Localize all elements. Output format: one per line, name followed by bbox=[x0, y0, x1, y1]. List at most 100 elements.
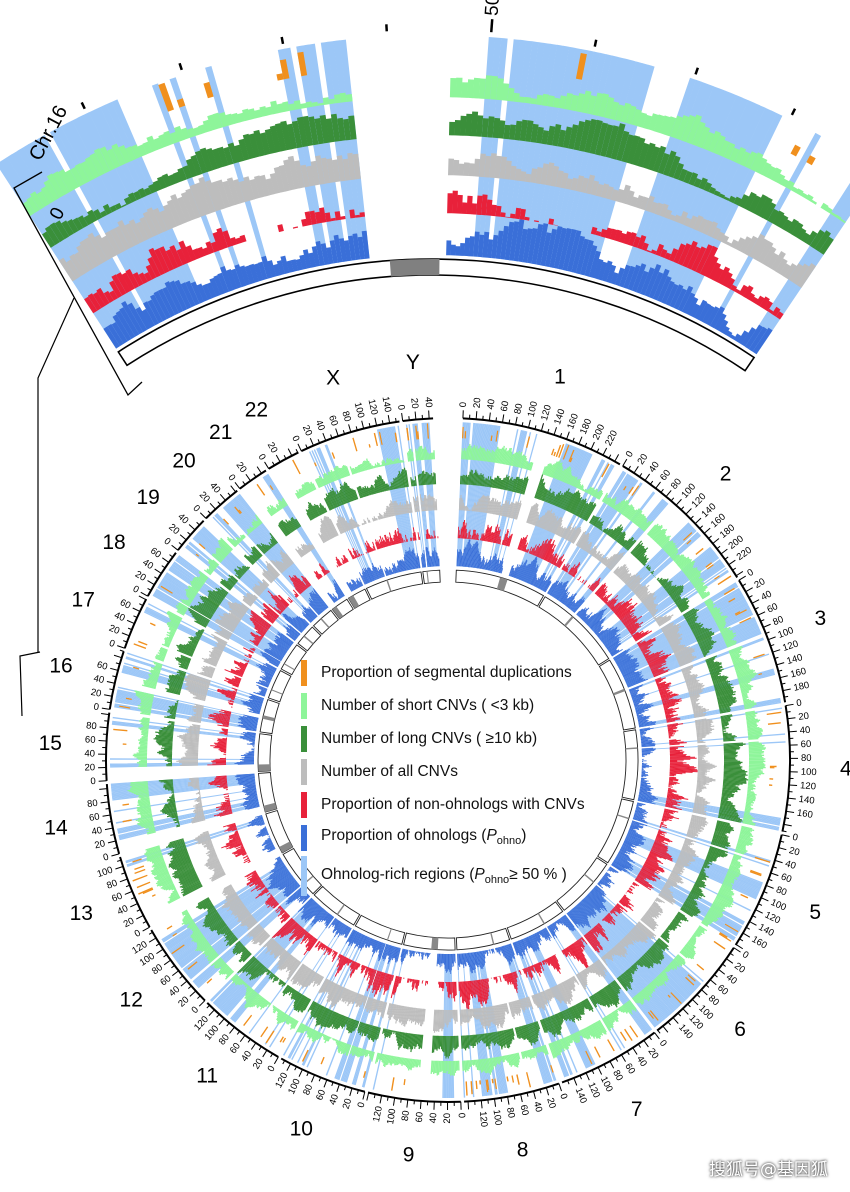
tick bbox=[728, 559, 736, 566]
short-cnv-bar bbox=[482, 447, 485, 462]
long-cnv-bar bbox=[194, 150, 208, 174]
all-cnv-bar bbox=[476, 501, 479, 512]
long-cnv-bar bbox=[498, 120, 506, 139]
ohno-bar bbox=[276, 260, 286, 276]
all-cnv-bar bbox=[198, 176, 216, 214]
ohno-bar bbox=[226, 269, 238, 291]
ohnolog-rich-band bbox=[339, 39, 370, 259]
segmental-duplication-bar bbox=[464, 431, 467, 439]
segmental-duplication-bar bbox=[506, 1076, 509, 1082]
long-cnv-bar bbox=[479, 473, 482, 486]
ohno-bar bbox=[460, 551, 462, 567]
non-ohnolog-cnv-bar bbox=[334, 211, 341, 221]
tick bbox=[712, 538, 720, 544]
segmental-duplication-bar bbox=[526, 436, 531, 448]
all-cnv-bar bbox=[152, 207, 168, 233]
all-cnv-bar bbox=[752, 238, 769, 261]
ohno-bar bbox=[202, 283, 213, 300]
long-cnv-bar bbox=[555, 494, 562, 507]
ohno-bar bbox=[524, 559, 535, 582]
short-cnv-bar bbox=[52, 171, 70, 196]
non-ohnolog-cnv-bar bbox=[628, 232, 638, 247]
inset-tick bbox=[790, 108, 797, 116]
long-cnv-bar bbox=[748, 195, 762, 214]
long-cnv-bar bbox=[520, 477, 526, 494]
all-cnv-bar bbox=[347, 152, 356, 181]
ohno-bar bbox=[469, 547, 473, 568]
tick-label: 80 bbox=[512, 403, 525, 416]
non-ohnolog-cnv-bar bbox=[324, 212, 332, 222]
long-cnv-bar bbox=[489, 478, 493, 488]
tick-label: 140 bbox=[573, 1086, 589, 1105]
all-cnv-bar bbox=[496, 501, 500, 515]
tick bbox=[782, 688, 791, 692]
long-cnv-bar bbox=[818, 236, 834, 255]
long-cnv-bar bbox=[589, 119, 603, 155]
all-cnv-bar bbox=[775, 258, 788, 274]
all-cnv-bar bbox=[595, 183, 604, 197]
short-cnv-bar bbox=[546, 463, 552, 476]
short-cnv-bar bbox=[478, 446, 482, 461]
long-cnv-bar bbox=[477, 474, 480, 486]
long-cnv-bar bbox=[805, 230, 818, 246]
all-cnv-bar bbox=[170, 194, 187, 225]
short-cnv-bar bbox=[43, 179, 60, 201]
long-cnv-bar bbox=[238, 138, 250, 161]
short-cnv-bar bbox=[487, 449, 491, 462]
long-cnv-bar bbox=[786, 218, 799, 235]
long-cnv-bar bbox=[102, 203, 113, 215]
long-cnv-bar bbox=[688, 172, 699, 186]
non-ohnolog-cnv-bar bbox=[533, 220, 540, 223]
all-cnv-bar bbox=[544, 512, 553, 530]
tick bbox=[787, 717, 796, 720]
tick-label: 40 bbox=[784, 858, 797, 872]
non-ohnolog-cnv-bar bbox=[507, 534, 512, 547]
non-ohnolog-cnv-bar bbox=[463, 525, 466, 539]
non-ohnolog-cnv-bar bbox=[682, 240, 698, 268]
ohno-bar bbox=[463, 546, 466, 567]
ohno-bar bbox=[333, 234, 343, 263]
non-ohnolog-cnv-bar bbox=[590, 226, 598, 235]
ohno-bar bbox=[614, 267, 625, 287]
non-ohnolog-cnv-bar bbox=[483, 535, 486, 541]
all-cnv-bar bbox=[146, 207, 164, 235]
tick-label: 60 bbox=[765, 601, 779, 615]
all-cnv-bar bbox=[757, 240, 774, 264]
short-cnv-bar bbox=[795, 188, 804, 196]
tick bbox=[720, 548, 728, 555]
long-cnv-bar bbox=[554, 491, 562, 506]
all-cnv-bar bbox=[475, 504, 478, 512]
ohno-bar bbox=[642, 762, 644, 764]
ohno-bar bbox=[456, 549, 459, 567]
segmental-duplication-bar bbox=[203, 81, 214, 99]
non-ohnolog-cnv-bar bbox=[138, 272, 148, 284]
ohno-bar bbox=[482, 231, 490, 258]
all-cnv-bar bbox=[545, 513, 554, 531]
short-cnv-bar bbox=[270, 100, 279, 115]
non-ohnolog-cnv-bar bbox=[456, 194, 463, 214]
non-ohnolog-cnv-bar bbox=[659, 248, 668, 259]
short-cnv-bar bbox=[207, 114, 218, 131]
segmental-duplication-bar bbox=[516, 1074, 520, 1085]
long-cnv-bar bbox=[291, 120, 303, 149]
non-ohnolog-cnv-bar bbox=[477, 534, 479, 541]
long-cnv-bar bbox=[647, 146, 661, 171]
non-ohnolog-cnv-bar bbox=[708, 262, 722, 281]
tick bbox=[765, 884, 774, 889]
ohno-bar bbox=[338, 238, 348, 262]
long-cnv-bar bbox=[173, 171, 183, 184]
all-cnv-bar bbox=[540, 510, 549, 529]
ohno-bar bbox=[103, 326, 121, 349]
long-cnv-bar bbox=[491, 479, 495, 488]
long-cnv-bar bbox=[67, 218, 79, 234]
ohno-bar bbox=[523, 561, 533, 582]
short-cnv-bar bbox=[131, 144, 142, 159]
all-cnv-bar bbox=[698, 762, 710, 764]
ohno-bar bbox=[326, 247, 334, 265]
non-ohnolog-cnv-bar bbox=[530, 548, 534, 555]
non-ohnolog-cnv-bar bbox=[532, 550, 536, 556]
short-cnv-bar bbox=[339, 92, 347, 103]
tick bbox=[675, 498, 682, 506]
ohno-bar bbox=[642, 761, 644, 762]
